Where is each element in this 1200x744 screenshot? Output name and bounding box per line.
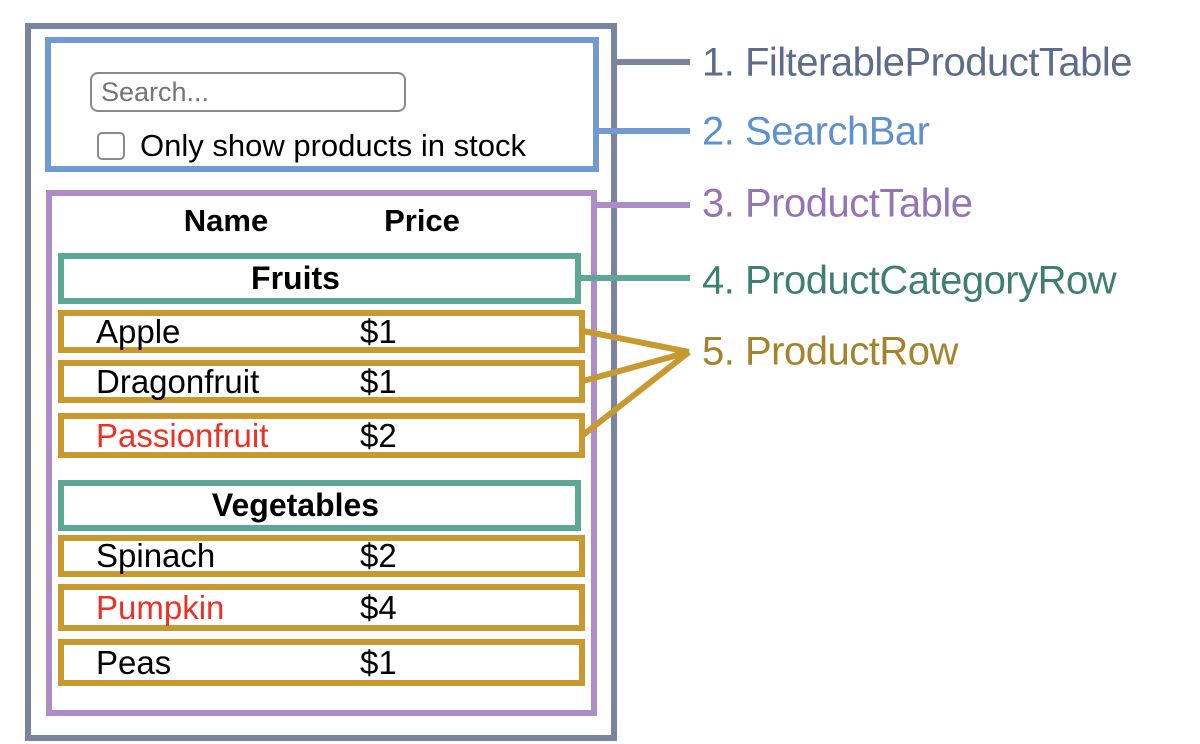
category-label: Vegetables (211, 487, 380, 523)
search-bar-box (45, 37, 599, 172)
product-row-passionfruit: Passionfruit $2 (58, 413, 585, 458)
column-header-name: Name (183, 203, 269, 238)
connector-line-product-table (593, 202, 690, 208)
product-row-pumpkin: Pumpkin $4 (58, 584, 585, 631)
connector-line-search-bar (595, 128, 690, 134)
product-price: $1 (360, 643, 397, 681)
product-name: Passionfruit (96, 416, 269, 454)
product-price: $2 (360, 537, 397, 574)
product-price: $1 (360, 312, 397, 350)
search-input[interactable] (90, 72, 406, 112)
annotation-search-bar: 2. SearchBar (702, 109, 930, 154)
connector-line-product-category-row (579, 275, 690, 281)
product-name: Peas (96, 643, 172, 681)
in-stock-checkbox-label: Only show products in stock (140, 128, 526, 163)
product-row-peas: Peas $1 (58, 639, 585, 686)
in-stock-checkbox[interactable] (97, 132, 125, 160)
product-table-box (46, 190, 597, 716)
category-row-fruits: Fruits (58, 253, 581, 304)
product-row-apple: Apple $1 (58, 310, 585, 353)
product-row-dragonfruit: Dragonfruit $1 (58, 360, 585, 403)
annotation-product-row: 5. ProductRow (702, 329, 958, 374)
product-name: Pumpkin (96, 588, 225, 626)
column-header-price: Price (384, 203, 460, 238)
annotation-product-table: 3. ProductTable (702, 181, 973, 226)
product-row-spinach: Spinach $2 (58, 535, 585, 577)
product-price: $1 (360, 362, 397, 400)
annotation-product-category-row: 4. ProductCategoryRow (702, 258, 1117, 303)
annotation-filterable-product-table: 1. FilterableProductTable (702, 40, 1132, 85)
connector-line-filterable-product-table (613, 59, 690, 65)
product-name: Dragonfruit (96, 362, 260, 400)
product-price: $4 (360, 588, 397, 626)
category-row-vegetables: Vegetables (58, 480, 581, 531)
product-name: Spinach (96, 537, 216, 574)
product-name: Apple (96, 312, 181, 350)
category-label: Fruits (251, 260, 340, 296)
product-price: $2 (360, 416, 397, 454)
